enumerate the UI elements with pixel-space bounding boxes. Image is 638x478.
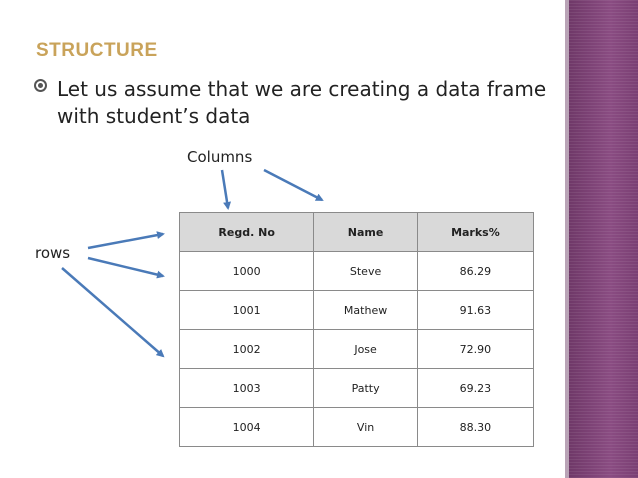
cell-name: Patty: [313, 368, 418, 408]
cell-regd-no: 1004: [178, 407, 315, 447]
cell-name: Mathew: [313, 290, 418, 330]
table-row: 1000 Steve 86.29: [178, 251, 535, 291]
columns-label: Columns: [187, 148, 253, 166]
arrow-rows-1: [87, 231, 165, 250]
table-row: 1003 Patty 69.23: [178, 368, 535, 408]
cell-regd-no: 1002: [178, 329, 315, 369]
table-row: 1004 Vin 88.30: [178, 407, 535, 447]
table-row: 1001 Mathew 91.63: [178, 290, 535, 330]
cell-marks: 72.90: [416, 329, 535, 369]
arrow-rows-2: [87, 256, 165, 279]
cell-marks: 88.30: [416, 407, 535, 447]
slide-title: STRUCTURE: [36, 40, 158, 61]
rows-label: rows: [35, 244, 71, 262]
cell-regd-no: 1001: [178, 290, 315, 330]
decorative-sidebar: [569, 0, 638, 478]
header-regd-no: Regd. No: [178, 212, 315, 252]
cell-regd-no: 1003: [178, 368, 315, 408]
header-name: Name: [313, 212, 418, 252]
cell-name: Steve: [313, 251, 418, 291]
table-header-row: Regd. No Name Marks%: [178, 212, 535, 252]
cell-regd-no: 1000: [178, 251, 315, 291]
header-marks: Marks%: [416, 212, 535, 252]
arrow-rows-3: [61, 267, 165, 358]
cell-name: Jose: [313, 329, 418, 369]
cell-name: Vin: [313, 407, 418, 447]
bullet-icon: [34, 79, 47, 92]
arrow-columns-2: [263, 168, 324, 202]
arrow-columns-1: [220, 169, 232, 210]
table-row: 1002 Jose 72.90: [178, 329, 535, 369]
cell-marks: 91.63: [416, 290, 535, 330]
sidebar-edge: [565, 0, 569, 478]
student-data-table: Regd. No Name Marks% 1000 Steve 86.29 10…: [178, 212, 535, 447]
cell-marks: 86.29: [416, 251, 535, 291]
cell-marks: 69.23: [416, 368, 535, 408]
bullet-text: Let us assume that we are creating a dat…: [57, 77, 547, 128]
